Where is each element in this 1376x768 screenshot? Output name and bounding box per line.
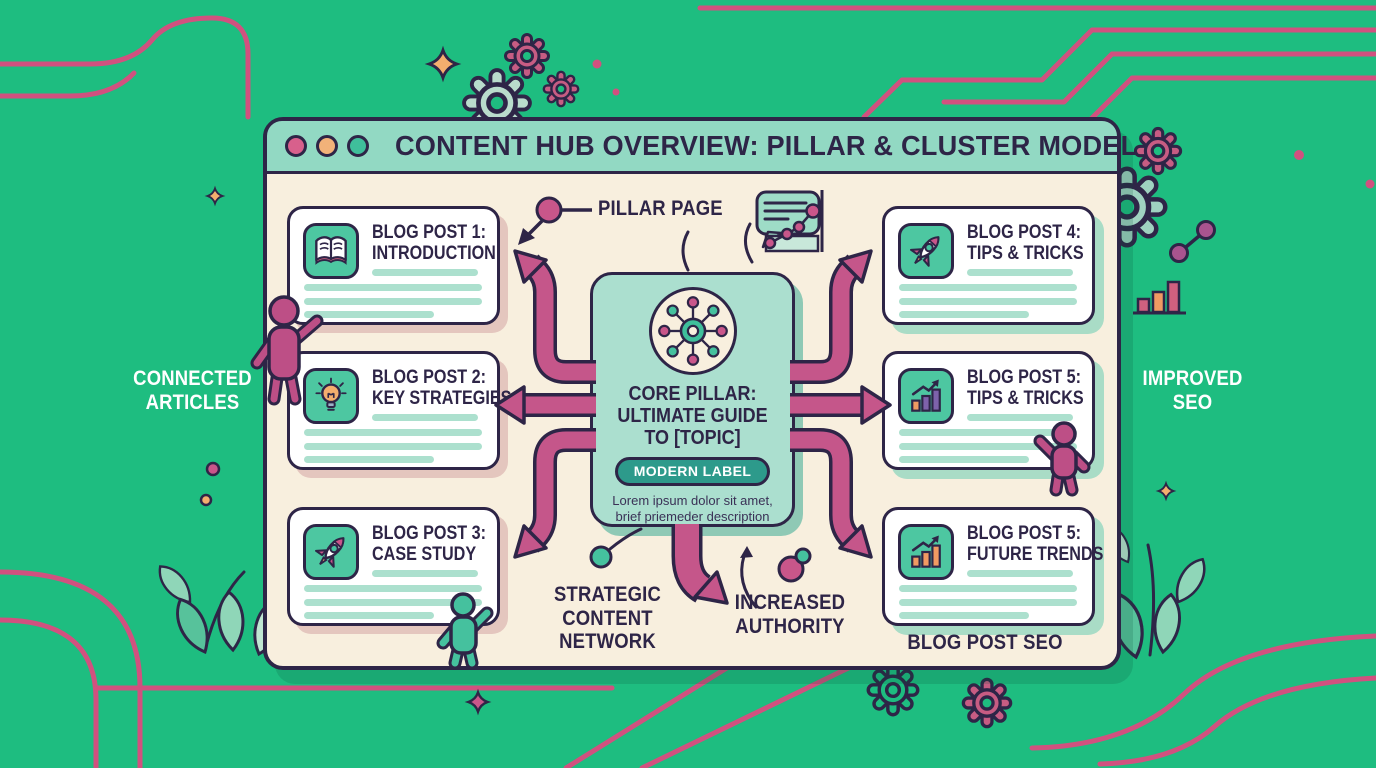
text-placeholder-line [304, 443, 482, 450]
blog-post-card-6: BLOG POST 5: FUTURE TRENDS [882, 507, 1103, 626]
gear-icon [547, 75, 574, 102]
gear-icon [1140, 133, 1176, 169]
text-placeholder-line [304, 599, 482, 606]
bar-chart-icon [898, 524, 954, 580]
lightbulb-icon [303, 368, 359, 424]
improved-seo-label: IMPROVED SEO [1142, 367, 1243, 414]
mini-bar-chart-icon [1133, 280, 1186, 315]
gear-icon [968, 684, 1005, 721]
sparkle-icon [467, 691, 489, 713]
card-title: BLOG POST 1: INTRODUCTION [372, 222, 496, 264]
dot-decoration [612, 88, 620, 96]
open-book-icon [303, 223, 359, 279]
text-placeholder-line [967, 269, 1073, 276]
text-placeholder-line [304, 298, 482, 305]
card-title: BLOG POST 3: CASE STUDY [372, 523, 486, 565]
rocket-icon [303, 524, 359, 580]
text-placeholder-line [899, 456, 1029, 463]
card-title: BLOG POST 5: FUTURE TRENDS [967, 523, 1104, 565]
gear-icon [510, 39, 544, 73]
text-placeholder-line [899, 585, 1077, 592]
text-placeholder-line [899, 443, 1077, 450]
blog-post-card-3: BLOG POST 3: CASE STUDY [287, 507, 500, 626]
blog-post-card-5: BLOG POST 5: TIPS & TRICKS [882, 351, 1095, 470]
blog-post-seo-label: BLOG POST SEO [907, 631, 1063, 654]
pillar-page-label: PILLAR PAGE [598, 197, 723, 220]
text-placeholder-line [372, 269, 478, 276]
pillar-description: Lorem ipsum dolor sit amet, brief prieme… [612, 493, 773, 525]
blog-post-card-2: BLOG POST 2: KEY STRATEGIES [287, 351, 511, 470]
rocket-icon [898, 223, 954, 279]
window-titlebar: CONTENT HUB OVERVIEW: PILLAR & CLUSTER M… [266, 120, 1137, 174]
sparkle-icon [427, 48, 459, 80]
dot-decoration [205, 461, 221, 477]
window-title: CONTENT HUB OVERVIEW: PILLAR & CLUSTER M… [395, 130, 1138, 161]
text-placeholder-line [899, 311, 1029, 318]
text-placeholder-line [899, 599, 1077, 606]
sparkle-icon [1157, 482, 1175, 500]
increased-authority-label: INCREASED AUTHORITY [734, 591, 846, 638]
connected-articles-label: CONNECTED ARTICLES [133, 367, 252, 414]
text-placeholder-line [899, 429, 1077, 436]
strategic-content-network-label: STRATEGIC CONTENT NETWORK [553, 583, 661, 654]
text-placeholder-line [304, 311, 434, 318]
card-title: BLOG POST 4: TIPS & TRICKS [967, 222, 1084, 264]
modern-label-badge: MODERN LABEL [614, 457, 771, 486]
sparkle-icon [206, 187, 224, 205]
text-placeholder-line [899, 612, 1029, 619]
window-dot-orange [316, 135, 338, 157]
text-placeholder-line [304, 585, 482, 592]
text-placeholder-line [372, 414, 478, 421]
text-placeholder-line [304, 612, 434, 619]
text-placeholder-line [304, 456, 434, 463]
blog-post-card-1: BLOG POST 1: INTRODUCTION [287, 206, 500, 325]
card-title: BLOG POST 5: TIPS & TRICKS [967, 367, 1084, 409]
card-title: BLOG POST 2: KEY STRATEGIES [372, 367, 512, 409]
text-placeholder-line [967, 570, 1073, 577]
text-placeholder-line [304, 284, 482, 291]
text-placeholder-line [304, 429, 482, 436]
gear-icon [873, 670, 912, 709]
bar-chart-icon [898, 368, 954, 424]
window-dot-pink [285, 135, 307, 157]
core-pillar-card: CORE PILLAR: ULTIMATE GUIDE TO [TOPIC] M… [590, 272, 795, 527]
dot-decoration [592, 59, 602, 69]
dot-decoration [1365, 179, 1375, 189]
hub-network-icon [648, 287, 737, 375]
dot-decoration [199, 493, 213, 507]
window-dot-teal [347, 135, 369, 157]
pillar-title: CORE PILLAR: ULTIMATE GUIDE TO [TOPIC] [617, 383, 768, 449]
connected-dots-icon [1169, 220, 1216, 263]
text-placeholder-line [967, 414, 1073, 421]
blog-post-card-4: BLOG POST 4: TIPS & TRICKS [882, 206, 1095, 325]
text-placeholder-line [372, 570, 478, 577]
text-placeholder-line [899, 284, 1077, 291]
dot-decoration [1294, 150, 1304, 160]
text-placeholder-line [899, 298, 1077, 305]
